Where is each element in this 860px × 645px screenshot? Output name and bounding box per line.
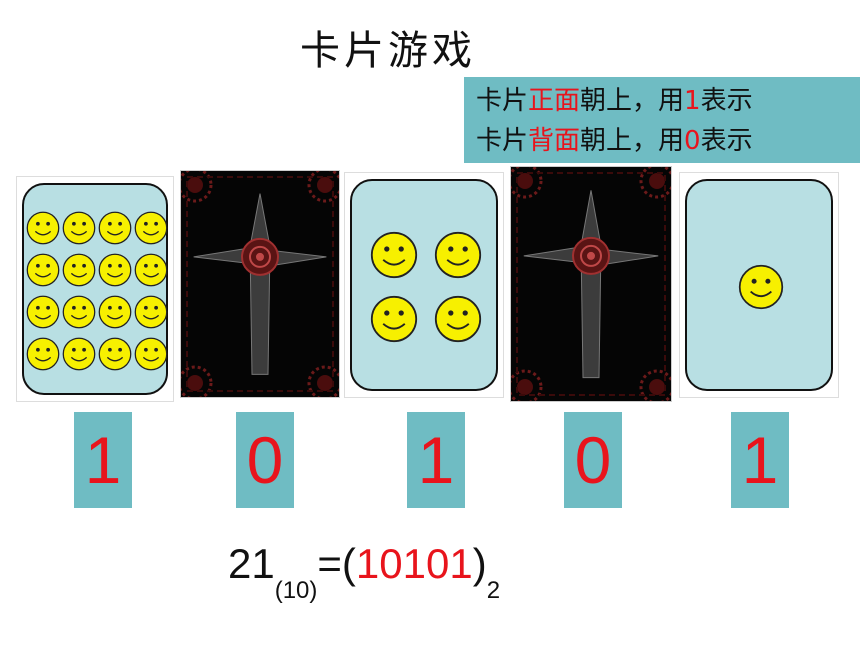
card-face	[22, 183, 168, 395]
smiley-face-icon	[62, 295, 96, 329]
formula-close: )	[472, 540, 487, 587]
decimal-value: 21	[228, 540, 275, 587]
smiley-face-icon	[434, 295, 482, 343]
smiley-face-icon	[98, 211, 132, 245]
card-front-16[interactable]	[16, 176, 174, 402]
smiley-face-icon	[62, 337, 96, 371]
smiley-face-icon	[434, 231, 482, 279]
binary-value: 10101	[355, 540, 473, 587]
page-title: 卡片游戏	[300, 28, 476, 74]
smiley-face-icon	[370, 231, 418, 279]
legend-highlight: 背面	[528, 126, 581, 156]
smiley-face-icon	[134, 295, 168, 329]
card-face	[350, 179, 498, 391]
legend-text: 表示	[700, 86, 753, 116]
smiley-face-icon	[98, 253, 132, 287]
legend-line-front: 卡片正面朝上，用1表示	[476, 81, 860, 121]
smiley-face-icon	[26, 253, 60, 287]
binary-base: 2	[486, 577, 501, 604]
card-back[interactable]	[180, 170, 340, 398]
legend-text: 卡片	[476, 86, 529, 116]
legend-text: 朝上，用	[580, 126, 685, 156]
decimal-base: (10)	[274, 577, 318, 604]
legend-highlight: 正面	[528, 86, 581, 116]
binary-digit-2: 0	[236, 412, 294, 508]
card-back[interactable]	[510, 166, 672, 402]
smiley-face-icon	[98, 337, 132, 371]
smiley-face-icon	[98, 295, 132, 329]
legend-line-back: 卡片背面朝上，用0表示	[476, 121, 860, 161]
ornate-cross-icon	[181, 171, 339, 397]
card-face	[685, 179, 833, 391]
legend-box: 卡片正面朝上，用1表示 卡片背面朝上，用0表示	[464, 77, 860, 163]
binary-digit-1: 1	[74, 412, 132, 508]
smiley-face-icon	[738, 264, 784, 310]
smiley-face-icon	[134, 211, 168, 245]
binary-digit-5: 1	[731, 412, 789, 508]
legend-text: 卡片	[476, 126, 529, 156]
smiley-face-icon	[134, 337, 168, 371]
legend-digit: 1	[684, 86, 701, 116]
binary-digit-4: 0	[564, 412, 622, 508]
conversion-formula: 21(10)=(10101)2	[228, 540, 500, 604]
smiley-face-icon	[62, 253, 96, 287]
card-front-4[interactable]	[344, 172, 504, 398]
binary-digit-3: 1	[407, 412, 465, 508]
card-front-1[interactable]	[679, 172, 839, 398]
smiley-face-icon	[26, 295, 60, 329]
legend-text: 朝上，用	[580, 86, 685, 116]
legend-text: 表示	[700, 126, 753, 156]
smiley-face-icon	[26, 211, 60, 245]
smiley-face-icon	[134, 253, 168, 287]
smiley-face-icon	[370, 295, 418, 343]
formula-equals: =(	[317, 540, 356, 587]
legend-digit: 0	[684, 126, 701, 156]
smiley-face-icon	[62, 211, 96, 245]
smiley-face-icon	[26, 337, 60, 371]
ornate-cross-icon	[511, 167, 671, 401]
